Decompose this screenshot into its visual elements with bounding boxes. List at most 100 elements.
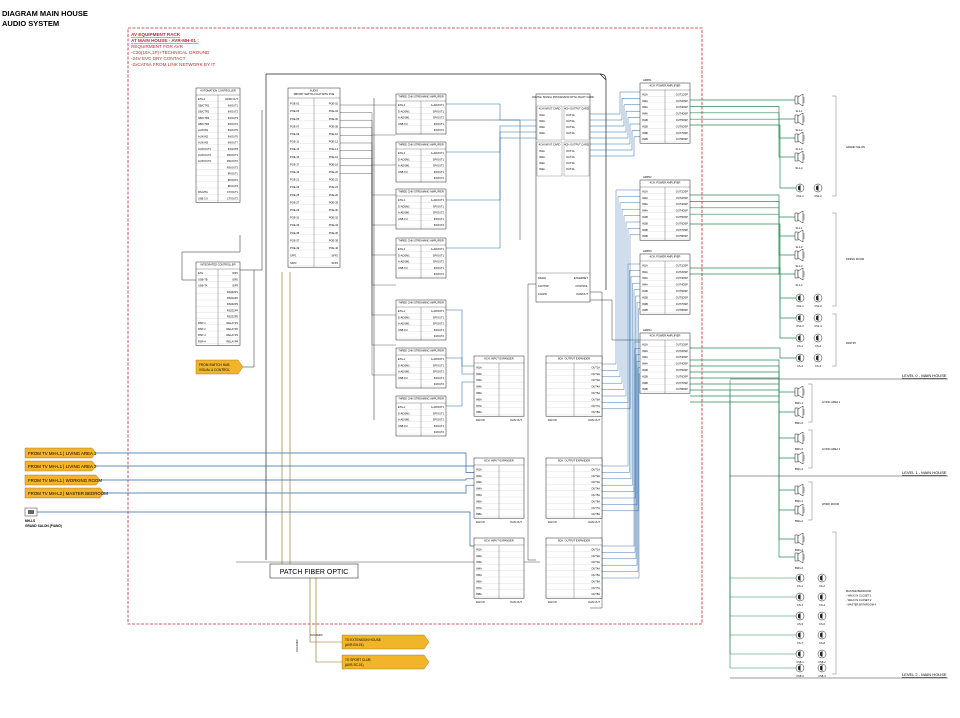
switch-to-streamer [340, 142, 396, 256]
port-out-label: IR/OUT3 [228, 184, 239, 188]
output-extension-house: TO EXTENSION HOUSE (AVR-EH-01) [341, 634, 430, 650]
speaker-master: BW1-1 [794, 532, 805, 552]
ceiling-speaker-glyph [798, 315, 801, 321]
port-out-label: OUT2DSP [676, 196, 689, 200]
port-out-label: RS232P1 [227, 290, 239, 294]
audio-signal [446, 131, 536, 201]
speaker-label: CS-5 [797, 622, 803, 626]
port-out-label: IN/OUT2 [434, 382, 445, 386]
amp-id-1: AMP01 [643, 78, 652, 82]
port-in-label: ETH-1 [198, 97, 206, 101]
speaker-living2: BW1-3 [794, 431, 805, 451]
port-out-label: POE-02 [329, 102, 339, 106]
level-1-label: LEVEL 1 - MAIN HOUSE [902, 470, 947, 475]
port-in-label: IN2A [642, 196, 648, 200]
port-out-label: POE-08 [329, 124, 339, 128]
port-in-label: ETH-1 [398, 405, 406, 409]
dsp-port-label: CAN/IN [538, 292, 547, 296]
output-expander-2: 8CH. OUTPUT EXPANDEROUT1AOUT2AOUT3AOUT4A… [545, 457, 603, 519]
expander-port-label: DAN OUT [588, 418, 600, 422]
source-feed [96, 465, 474, 473]
port-in-label: IN8A [476, 512, 482, 516]
port-out-label: OUT7A [591, 586, 600, 590]
port-out-label: SP/OUT1 [433, 411, 445, 415]
speaker-cone-icon [797, 112, 804, 126]
speaker-label: CS-8 [819, 641, 825, 645]
dsp-to-amp [590, 117, 640, 139]
port-in-label: POE-25 [290, 193, 300, 197]
source-tag-master: FROM TV MH-L2 | MASTER BEDROOM [24, 487, 108, 499]
port-out-label: OUT2A [591, 554, 600, 558]
port-in-label: IN3B [642, 228, 648, 232]
speaker-feed [729, 430, 796, 669]
port-in-label: ETH-1 [398, 198, 406, 202]
rack-note-1: AV EQUIPMENT RACK [131, 32, 181, 37]
port-out-label: POE-04 [329, 109, 339, 113]
expander-to-amp [602, 221, 640, 397]
speaker-label: BW1-2 [795, 519, 803, 523]
ceiling-speaker-glyph [798, 335, 801, 341]
port-in-label: IN1A [476, 365, 482, 369]
expander-to-amp [602, 354, 640, 560]
zone-label-pantry: PANTRY [846, 341, 857, 345]
speaker-dining: SL1-2 [794, 229, 805, 249]
port-in-label: IN3B [642, 302, 648, 306]
port-in-label: AUX/OUT3 [198, 159, 212, 163]
patch-fiber-optic: PATCH FIBER OPTIC [269, 563, 359, 579]
port-in-label: ETH [198, 271, 203, 275]
source-tag-label: FROM TV MH-L1 | LIVING AREA 1 [28, 451, 97, 456]
port-in-label: AUX/IN1 [198, 128, 209, 132]
dsp-to-amp [590, 104, 640, 127]
speaker-cone-icon [797, 451, 804, 465]
dsp-to-amp [590, 136, 640, 157]
speaker-body-icon [794, 133, 799, 143]
speaker-cone-icon [797, 431, 804, 445]
ceiling-speaker-glyph [798, 651, 801, 657]
port-in-label: SFP3 [290, 261, 297, 265]
speaker-label: SL1-1 [796, 226, 803, 230]
port-in-label: USB 3.0 [398, 217, 408, 221]
port-out-label: OUT8A [591, 410, 600, 414]
speaker-body-icon [794, 505, 799, 515]
audio-signal [446, 381, 474, 407]
port-in-label: ETH-1 [398, 309, 406, 313]
ceiling-speaker-glyph [820, 613, 823, 619]
speaker-body-icon [794, 114, 799, 124]
dsp-card [563, 105, 590, 141]
port-in-label: IN1A [642, 342, 648, 346]
port-in-label: POE-07 [290, 124, 300, 128]
switch-hub-link [243, 270, 255, 368]
speaker-cone-icon [797, 385, 804, 399]
speaker-label: CS-2 [819, 584, 825, 588]
expander-port-label: DAN OUT [588, 520, 600, 524]
expander-port-label: DAN OUT [510, 520, 522, 524]
port-out-label: POE-06 [329, 117, 339, 121]
port-out-label: SP/OUT2 [433, 260, 445, 264]
ceiling-speaker-glyph [820, 651, 823, 657]
source-tag-label: FROM TV MH-L1 | LIVING AREA 2 [28, 464, 97, 469]
port-out-label: SFP4 [332, 261, 339, 265]
zone-bracket [808, 481, 813, 521]
input-expander-2: 8CH. INPUT EXPANDERIN1AIN2AIN3AIN4AIN5AI… [473, 457, 525, 519]
rack-note-4: -C20(16A,1P)+TECHNICAL GROUND [131, 50, 210, 55]
dsp-port-label: OUT2A [566, 155, 575, 159]
port-in-label: RS-MTA [198, 190, 208, 194]
port-out-label: POE-18 [329, 162, 339, 166]
port-out-label: OUT2DSP [676, 349, 689, 353]
expander-to-amp [602, 215, 640, 390]
zone-label-dining: DINING ROOM [846, 257, 864, 261]
port-out-label: OUT6A [591, 397, 600, 401]
ceiling-speaker-glyph [816, 295, 819, 301]
port-in-label: USB 3.0 [398, 376, 408, 380]
amp-id-2: AMP02 [643, 175, 652, 179]
port-out-label: OUT1DSP [676, 92, 689, 96]
port-out-label: OUT6A [591, 499, 600, 503]
port-out-label: RELAYP2 [227, 327, 239, 331]
port-in-label: RSP-4 [198, 339, 206, 343]
dsp-card-title: 4CH OUTPUT CARD [564, 107, 589, 111]
port-in-label: IN3B [642, 381, 648, 385]
port-in-label: GB/CTR1 [198, 103, 210, 107]
port-out-label: OUT3A [591, 480, 600, 484]
expander-port-label: DAN OUT [588, 600, 600, 604]
